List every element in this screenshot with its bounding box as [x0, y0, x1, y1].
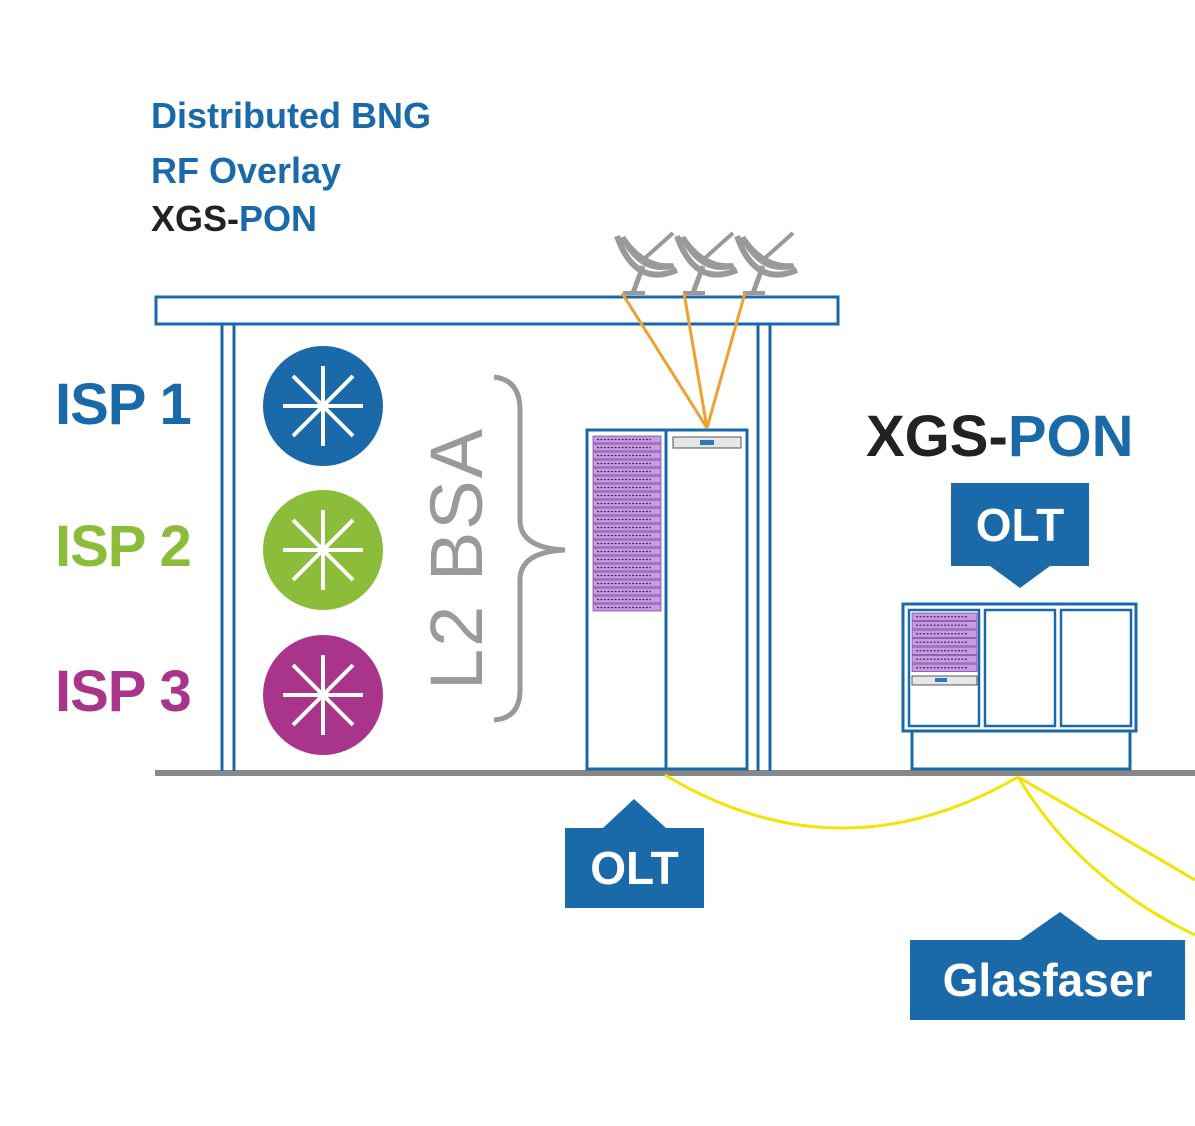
satellite-dish-icon: [617, 233, 677, 293]
router-icon: [263, 346, 383, 466]
building: [154, 295, 840, 771]
bracket: [493, 374, 566, 723]
outdoor-olt-cabinet: [901, 602, 1138, 771]
olt-bottom-pointer: [603, 799, 666, 828]
fiber-lines: [664, 773, 1195, 937]
legend-xgs-part: XGS-: [151, 198, 240, 239]
router-icon: [263, 635, 383, 755]
l2-bsa-label: L2 BSA: [415, 427, 498, 690]
olt-rack-icon: [585, 428, 749, 771]
xgs-pon-title: XGS-PON: [866, 408, 1134, 466]
legend-pon-part: PON: [239, 198, 318, 239]
isp-1-label: ISP 1: [55, 372, 192, 437]
pon-title-part: PON: [1007, 404, 1134, 469]
legend-xgs-pon: XGS-PON: [151, 201, 317, 237]
router-icon: [263, 490, 383, 610]
isp-3-label: ISP 3: [55, 659, 192, 724]
xgs-title-part: XGS-: [866, 404, 1008, 469]
olt-callout-right-text: OLT: [975, 498, 1065, 551]
olt-callout-bottom-text: OLT: [590, 842, 679, 894]
olt-callout-bottom: OLT: [565, 828, 704, 908]
legend-rf-overlay: RF Overlay: [151, 150, 342, 191]
legend-distributed-bng: Distributed BNG: [151, 95, 432, 136]
glasfaser-pointer: [1020, 912, 1098, 940]
satellite-dish-icon: [737, 233, 797, 293]
isp-2-label: ISP 2: [55, 514, 192, 579]
glasfaser-callout-text: Glasfaser: [942, 954, 1153, 1006]
olt-right-pointer: [990, 566, 1050, 588]
olt-callout-right: OLT: [951, 483, 1089, 566]
rf-links: [620, 292, 747, 429]
glasfaser-callout: Glasfaser: [910, 940, 1185, 1020]
satellite-dish-icon: [677, 233, 737, 293]
